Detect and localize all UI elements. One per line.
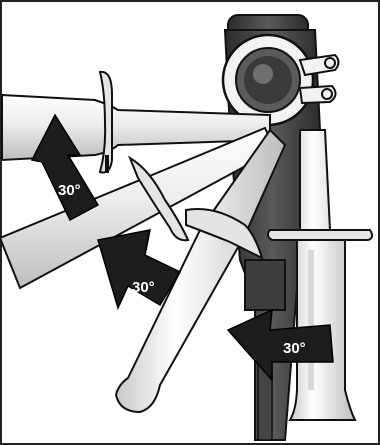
angle-label-2: 30° [132, 279, 155, 296]
angle-label-3: 30° [283, 340, 306, 357]
angle-label-1: 30° [58, 182, 81, 199]
